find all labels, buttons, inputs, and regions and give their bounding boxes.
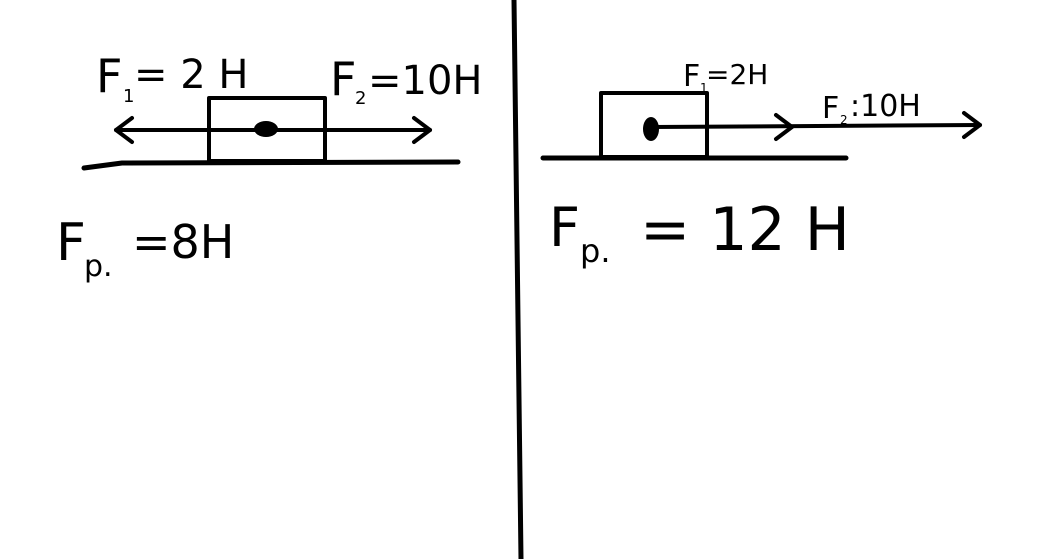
right-result-subscript: p. bbox=[580, 232, 610, 270]
left-f2-value: =10H bbox=[368, 58, 483, 104]
right-f1-value: =2H bbox=[706, 58, 768, 91]
left-f1-letter: F bbox=[96, 49, 122, 103]
right-f1-letter: F bbox=[683, 59, 700, 94]
left-f1-subscript: 1 bbox=[123, 86, 134, 107]
left-diagram: F 1 = 2 H F 2 =10H F p. =8H bbox=[56, 49, 483, 284]
left-result-value: =8H bbox=[132, 215, 234, 269]
right-f2-subscript: 2 bbox=[840, 113, 848, 127]
left-f2-subscript: 2 bbox=[355, 88, 366, 109]
right-f1-arrowhead bbox=[774, 113, 794, 141]
left-f1-value: = 2 H bbox=[134, 52, 248, 98]
left-f1-arrowhead bbox=[114, 116, 134, 144]
left-ground-line bbox=[81, 159, 461, 171]
right-result-letter: F bbox=[549, 196, 580, 259]
left-result-letter: F bbox=[56, 213, 86, 273]
left-center-dot bbox=[254, 121, 278, 137]
right-f2-letter: F bbox=[822, 91, 839, 126]
left-result-subscript: p. bbox=[84, 249, 113, 284]
right-f1-subscript: 1 bbox=[700, 81, 708, 95]
right-diagram: F 1 =2H F 2 :10H F p. = 12 H bbox=[540, 58, 982, 270]
left-f2-letter: F bbox=[330, 52, 356, 106]
right-force-line bbox=[650, 123, 982, 129]
left-f2-arrowhead bbox=[412, 116, 432, 144]
right-f2-arrowhead bbox=[962, 111, 982, 139]
right-result-value: = 12 H bbox=[640, 195, 850, 265]
panel-divider bbox=[511, 0, 524, 559]
right-f2-value: :10H bbox=[850, 89, 921, 124]
right-center-dot bbox=[643, 117, 659, 141]
